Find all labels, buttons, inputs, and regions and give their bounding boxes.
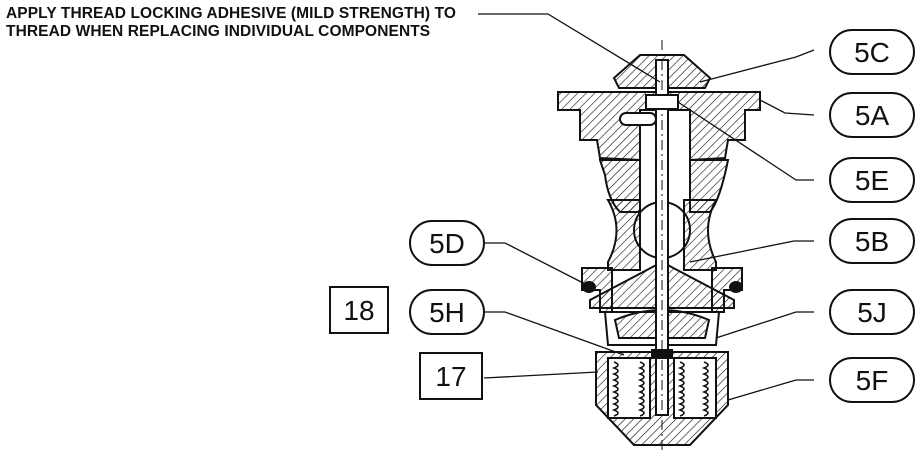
assembly-note-line-2: THREAD WHEN REPLACING INDIVIDUAL COMPONE… [6, 23, 431, 40]
leader-5a [759, 99, 815, 116]
assembly-note-line-1: APPLY THREAD LOCKING ADHESIVE (MILD STRE… [6, 5, 457, 22]
callout-5j-bubble [829, 289, 915, 335]
callout-5j: 5J [857, 297, 887, 328]
leader-5f [727, 379, 814, 401]
callout-5e-bubble [829, 157, 915, 203]
leader-17 [483, 371, 599, 379]
callout-5h: 5H [429, 297, 465, 328]
callout-labels: 5C 5A 5E 5B 5J 5F 5D 5H 18 17 [343, 37, 889, 396]
spring-cavity-right [673, 357, 717, 419]
callout-5h-bubble [409, 289, 485, 335]
valve-body-section [557, 40, 761, 450]
stem-nut [645, 94, 679, 110]
box-18 [329, 286, 389, 334]
mid-body-left [606, 199, 641, 271]
spring-left [611, 361, 645, 417]
callout-5b-bubble [829, 218, 915, 264]
callout-17: 17 [435, 361, 466, 392]
callout-5f-bubble [829, 357, 915, 403]
leader-lines [478, 13, 815, 401]
stem-screw [651, 349, 673, 359]
callout-5c-bubble [829, 29, 915, 75]
leader-5h [483, 311, 625, 356]
housing-left [581, 267, 613, 313]
spring-right [677, 361, 709, 417]
callout-bubbles [329, 29, 915, 403]
mid-body-right [683, 199, 718, 271]
leader-5b [689, 240, 814, 263]
leader-5c [699, 49, 815, 83]
leader-5d [484, 242, 590, 287]
callout-5d-bubble [409, 220, 485, 266]
box-17 [419, 352, 483, 400]
callout-5a: 5A [855, 100, 890, 131]
note-leader [478, 13, 661, 83]
callout-5c: 5C [854, 37, 890, 68]
leader-5j [715, 311, 814, 339]
callout-5b: 5B [855, 226, 889, 257]
leader-5e [677, 101, 814, 181]
callout-5d: 5D [429, 228, 465, 259]
callout-5e: 5E [855, 165, 889, 196]
flange-slot [619, 112, 657, 126]
o-ring-right [729, 281, 743, 293]
assembly-note: APPLY THREAD LOCKING ADHESIVE (MILD STRE… [6, 5, 456, 41]
callout-5f: 5F [856, 365, 889, 396]
callout-18: 18 [343, 295, 374, 326]
callout-5a-bubble [829, 92, 915, 138]
